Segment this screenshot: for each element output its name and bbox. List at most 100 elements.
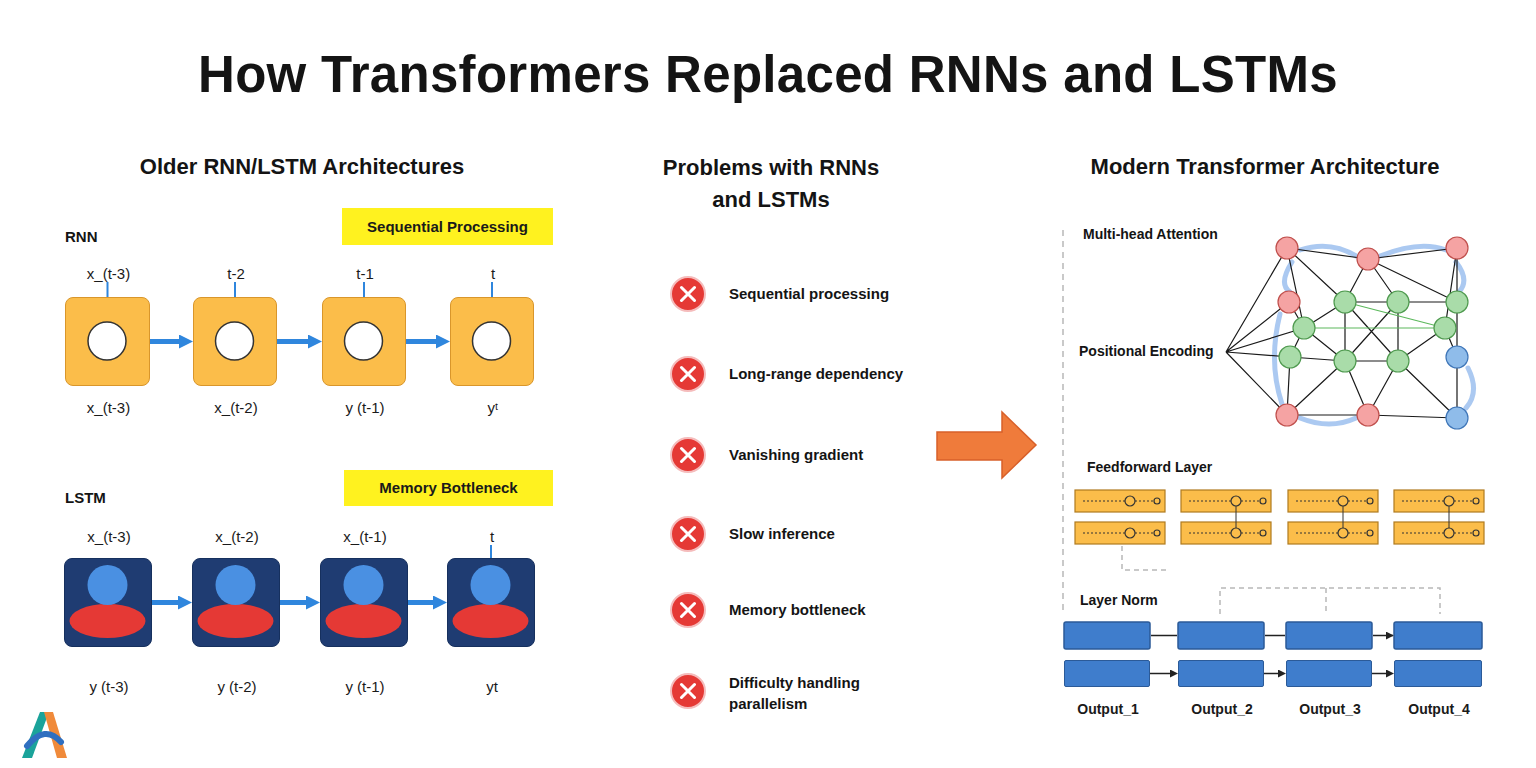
output-label: Output_3 — [1257, 700, 1403, 718]
feedforward-neuron — [1444, 528, 1454, 538]
output-label: x_(t-3) — [26, 399, 191, 417]
cell-graphic — [448, 559, 533, 645]
layer-label: Positional Encoding — [1079, 343, 1239, 360]
attention-neuron — [1334, 291, 1356, 313]
attention-links — [1226, 248, 1457, 418]
layer-norm-block — [1178, 622, 1264, 649]
feedforward-neuron — [1473, 498, 1479, 504]
lstm-cell: x_(t-1)y (t-1) — [320, 558, 408, 647]
lstm-cell: x_(t-3)y (t-3) — [64, 558, 152, 647]
diagram-title: How Transformers Replaced RNNs and LSTMs — [0, 44, 1536, 106]
attention-neuron — [1276, 404, 1298, 426]
attention-neuron — [1279, 346, 1301, 368]
feedforward-neuron — [1125, 528, 1135, 538]
hidden-state — [216, 322, 254, 360]
column-heading: Modern Transformer Architecture — [1015, 154, 1515, 180]
input-label: x_(t-2) — [153, 528, 321, 546]
hidden-state — [88, 322, 126, 360]
input-label: t-1 — [283, 265, 447, 283]
cell-state — [198, 604, 274, 638]
problem-item: Difficulty handling parallelism — [729, 672, 879, 714]
feedforward-neuron — [1338, 528, 1348, 538]
input-tick — [108, 282, 493, 558]
feedforward-neuron — [1231, 528, 1241, 538]
output-label: Output_4 — [1365, 700, 1513, 718]
flow-arrow — [1150, 673, 1172, 675]
layer-norm-block — [1286, 622, 1372, 649]
layer-norm-block — [1394, 622, 1482, 649]
cell-graphic — [451, 298, 532, 384]
rnn-cell: t-1y (t-1) — [322, 297, 406, 386]
input-label: t-2 — [154, 265, 318, 283]
output-block: Output_4 — [1394, 660, 1482, 687]
feedforward-neuron — [1444, 496, 1454, 506]
output-block: Output_1 — [1064, 660, 1150, 687]
column-heading: Problems with RNNs and LSTMs — [661, 152, 881, 216]
output-label: Output_2 — [1149, 700, 1295, 718]
lstm-cell: tyt — [447, 558, 535, 647]
attention-neuron — [1446, 407, 1468, 429]
feedforward-neuron — [1367, 530, 1373, 536]
dashed-connector — [1122, 546, 1440, 614]
attention-neuron — [1434, 317, 1456, 339]
feedforward-dots — [1083, 501, 1473, 533]
output-label: y (t-1) — [281, 678, 449, 696]
feedforward-neuron — [1338, 496, 1348, 506]
hidden-state — [473, 322, 511, 360]
feedforward-neuron — [1260, 498, 1266, 504]
attention-neuron — [1278, 291, 1300, 313]
output-block: Output_2 — [1178, 660, 1264, 687]
feedforward-neuron — [1367, 498, 1373, 504]
highlight-badge: Memory Bottleneck — [344, 470, 553, 506]
attention-neuron — [1387, 291, 1409, 313]
feedforward-neurons — [1125, 496, 1479, 538]
attention-neuron — [1293, 317, 1315, 339]
feedforward-link — [1236, 506, 1449, 528]
cell-graphic — [321, 559, 406, 645]
error-cross — [682, 288, 695, 698]
transition-arrow — [937, 412, 1036, 478]
input-label: x_(t-1) — [281, 528, 449, 546]
attention-neuron — [1387, 350, 1409, 372]
gate-state — [471, 565, 511, 605]
layer-norm-block — [1064, 622, 1150, 649]
rnn-cell: tyᵗ — [450, 297, 534, 386]
feedforward-neuron — [1125, 496, 1135, 506]
cell-state — [70, 604, 146, 638]
attention-neurons — [1276, 237, 1468, 429]
flow-arrow — [408, 600, 436, 605]
cell-graphic — [194, 298, 275, 384]
cell-graphic — [65, 559, 150, 645]
layer-label: Layer Norm — [1080, 592, 1240, 609]
feedforward-neuron — [1260, 530, 1266, 536]
problem-item: Sequential processing — [729, 285, 959, 303]
highlight-badge: Sequential Processing — [342, 208, 553, 245]
feedforward-neuron — [1473, 530, 1479, 536]
flow-arrow — [1264, 673, 1280, 675]
cell-graphic — [193, 559, 278, 645]
attention-neuron — [1357, 248, 1379, 270]
feedforward-neuron — [1231, 496, 1241, 506]
attention-neuron — [1357, 404, 1379, 426]
section-label: LSTM — [65, 489, 185, 507]
rnn-cell: t-2x_(t-2) — [193, 297, 277, 386]
rnn-cell: x_(t-3)x_(t-3) — [65, 297, 150, 386]
flow-arrow — [152, 600, 181, 605]
output-label: Output_1 — [1035, 700, 1181, 718]
output-label: y (t-2) — [153, 678, 321, 696]
problem-item: Memory bottleneck — [729, 601, 959, 619]
attention-neuron — [1276, 237, 1298, 259]
flow-arrow — [277, 339, 311, 344]
attention-links — [1304, 302, 1445, 328]
cell-graphic — [323, 298, 404, 384]
problem-item: Vanishing gradient — [729, 446, 959, 464]
lstm-cell: x_(t-2)y (t-2) — [192, 558, 280, 647]
logo-mark — [27, 734, 61, 746]
output-block: Output_3 — [1286, 660, 1372, 687]
attention-neuron — [1446, 291, 1468, 313]
feedforward-neuron — [1154, 530, 1160, 536]
column-heading: Older RNN/LSTM Architectures — [80, 154, 524, 180]
layer-norm-arrow — [1151, 635, 1393, 637]
